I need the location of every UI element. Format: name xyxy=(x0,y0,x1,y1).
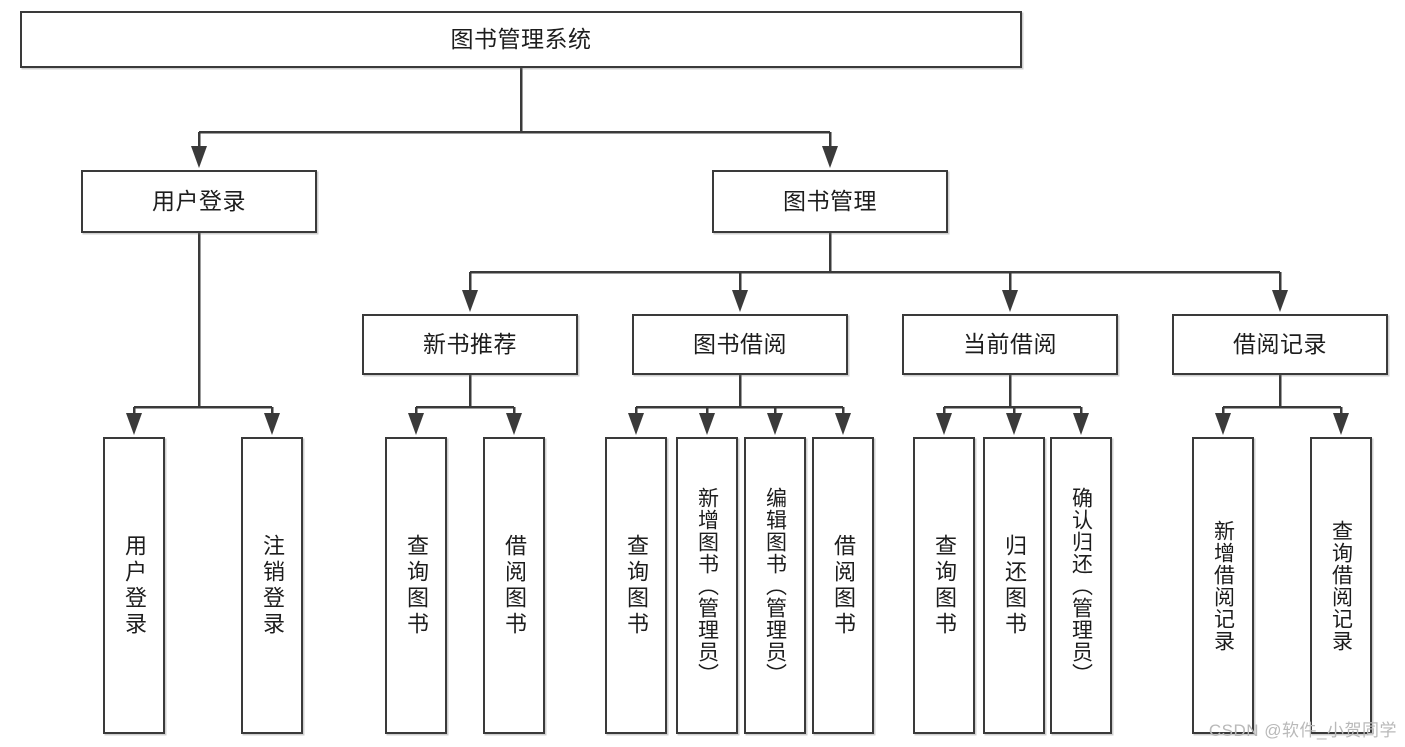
node-label-cu-return: 归还图书 xyxy=(1002,533,1027,638)
node-box-newbook[interactable]: 新书推荐 xyxy=(362,314,578,375)
node-box-bo-query[interactable]: 查询图书 xyxy=(605,437,667,734)
arrowhead-root-0 xyxy=(191,146,207,168)
node-label-bo-add: 新增图书（管理员） xyxy=(695,486,719,685)
arrowhead-login-0 xyxy=(126,413,142,435)
node-box-current[interactable]: 当前借阅 xyxy=(902,314,1118,375)
node-label-records: 借阅记录 xyxy=(1233,330,1327,357)
watermark-text: CSDN @软件_小贺同学 xyxy=(1208,721,1397,740)
arrowhead-borrow-2 xyxy=(767,413,783,435)
node-label-current: 当前借阅 xyxy=(963,330,1057,357)
node-label-cu-query: 查询图书 xyxy=(932,533,957,638)
arrowhead-newbook-1 xyxy=(506,413,522,435)
node-label-re-query: 查询借阅记录 xyxy=(1329,519,1353,652)
arrowhead-bookmgmt-3 xyxy=(1272,290,1288,312)
arrowhead-bookmgmt-1 xyxy=(732,290,748,312)
node-label-nb-borrow: 借阅图书 xyxy=(502,533,527,638)
node-label-bookmgmt: 图书管理 xyxy=(783,187,877,214)
node-box-login-out[interactable]: 注销登录 xyxy=(241,437,303,734)
node-label-nb-query: 查询图书 xyxy=(404,533,429,638)
arrowhead-records-1 xyxy=(1333,413,1349,435)
node-label-bo-edit: 编辑图书（管理员） xyxy=(763,486,787,685)
node-box-borrow[interactable]: 图书借阅 xyxy=(632,314,848,375)
arrowhead-bookmgmt-0 xyxy=(462,290,478,312)
node-box-login[interactable]: 用户登录 xyxy=(81,170,317,233)
node-box-bookmgmt[interactable]: 图书管理 xyxy=(712,170,948,233)
node-box-login-do[interactable]: 用户登录 xyxy=(103,437,165,734)
arrowhead-borrow-3 xyxy=(835,413,851,435)
arrowhead-records-0 xyxy=(1215,413,1231,435)
node-label-newbook: 新书推荐 xyxy=(423,330,517,357)
node-box-re-add[interactable]: 新增借阅记录 xyxy=(1192,437,1254,734)
node-label-root: 图书管理系统 xyxy=(450,25,592,52)
node-label-borrow: 图书借阅 xyxy=(693,330,787,357)
arrowhead-current-2 xyxy=(1073,413,1089,435)
node-box-nb-query[interactable]: 查询图书 xyxy=(385,437,447,734)
arrowhead-login-1 xyxy=(264,413,280,435)
node-label-cu-confirm: 确认归还（管理员） xyxy=(1069,486,1093,685)
node-label-login-out: 注销登录 xyxy=(260,533,285,638)
node-box-bo-borrow[interactable]: 借阅图书 xyxy=(812,437,874,734)
node-label-bo-borrow: 借阅图书 xyxy=(831,533,856,638)
node-label-login-do: 用户登录 xyxy=(122,533,147,638)
node-label-bo-query: 查询图书 xyxy=(624,533,649,638)
node-box-root[interactable]: 图书管理系统 xyxy=(20,11,1022,68)
arrowhead-newbook-0 xyxy=(408,413,424,435)
node-label-login: 用户登录 xyxy=(152,187,246,214)
node-box-bo-add[interactable]: 新增图书（管理员） xyxy=(676,437,738,734)
node-box-nb-borrow[interactable]: 借阅图书 xyxy=(483,437,545,734)
arrowhead-current-0 xyxy=(936,413,952,435)
node-box-cu-query[interactable]: 查询图书 xyxy=(913,437,975,734)
node-box-cu-confirm[interactable]: 确认归还（管理员） xyxy=(1050,437,1112,734)
arrowhead-bookmgmt-2 xyxy=(1002,290,1018,312)
arrowhead-current-1 xyxy=(1006,413,1022,435)
arrowhead-root-1 xyxy=(822,146,838,168)
node-label-re-add: 新增借阅记录 xyxy=(1211,519,1235,652)
arrowhead-borrow-1 xyxy=(699,413,715,435)
node-box-cu-return[interactable]: 归还图书 xyxy=(983,437,1045,734)
node-box-records[interactable]: 借阅记录 xyxy=(1172,314,1388,375)
arrowhead-borrow-0 xyxy=(628,413,644,435)
node-box-bo-edit[interactable]: 编辑图书（管理员） xyxy=(744,437,806,734)
node-box-re-query[interactable]: 查询借阅记录 xyxy=(1310,437,1372,734)
